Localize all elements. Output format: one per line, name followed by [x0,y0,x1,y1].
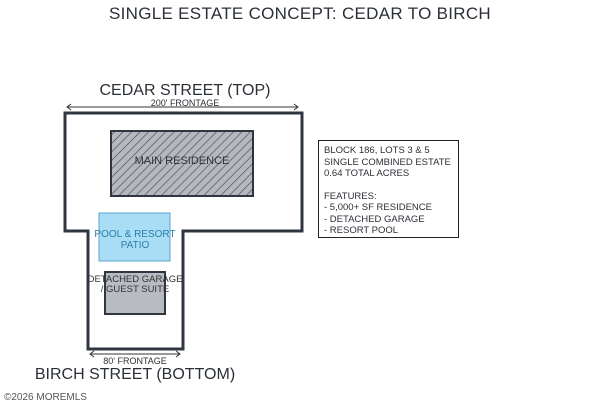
bottom-frontage-arrow [89,350,181,358]
info-box: BLOCK 186, LOTS 3 & 5 SINGLE COMBINED ES… [318,140,459,238]
garage-footprint [104,271,166,315]
pool-area [98,212,171,262]
garage-label-line2: / GUEST SUITE [100,284,170,295]
info-line: 0.64 TOTAL ACRES [324,168,410,179]
copyright-notice: ©2026 MOREMLS [4,392,87,403]
main-residence-label: MAIN RESIDENCE [134,155,230,167]
top-street-label: CEDAR STREET (TOP) [99,82,271,99]
feature-item: - DETACHED GARAGE [324,213,425,225]
features-heading: FEATURES: [324,190,377,202]
garage-label: DETACHED GARAGE / GUEST SUITE [85,275,185,295]
top-frontage-label: 200' FRONTAGE [150,98,220,108]
main-residence-footprint [110,130,254,197]
diagram-title: SINGLE ESTATE CONCEPT: CEDAR TO BIRCH [108,4,492,23]
bottom-street-label: BIRCH STREET (BOTTOM) [34,366,236,383]
top-frontage-arrow [66,103,299,111]
bottom-frontage-label: 80' FRONTAGE [103,356,167,366]
garage-label-line1: DETACHED GARAGE [87,274,183,285]
feature-item: - 5,000+ SF RESIDENCE [324,202,432,213]
feature-item: - RESORT POOL [324,225,399,236]
info-line: BLOCK 186, LOTS 3 & 5 [324,145,430,156]
pool-label: POOL & RESORT PATIO [94,229,176,251]
info-line: SINGLE COMBINED ESTATE [324,156,451,168]
